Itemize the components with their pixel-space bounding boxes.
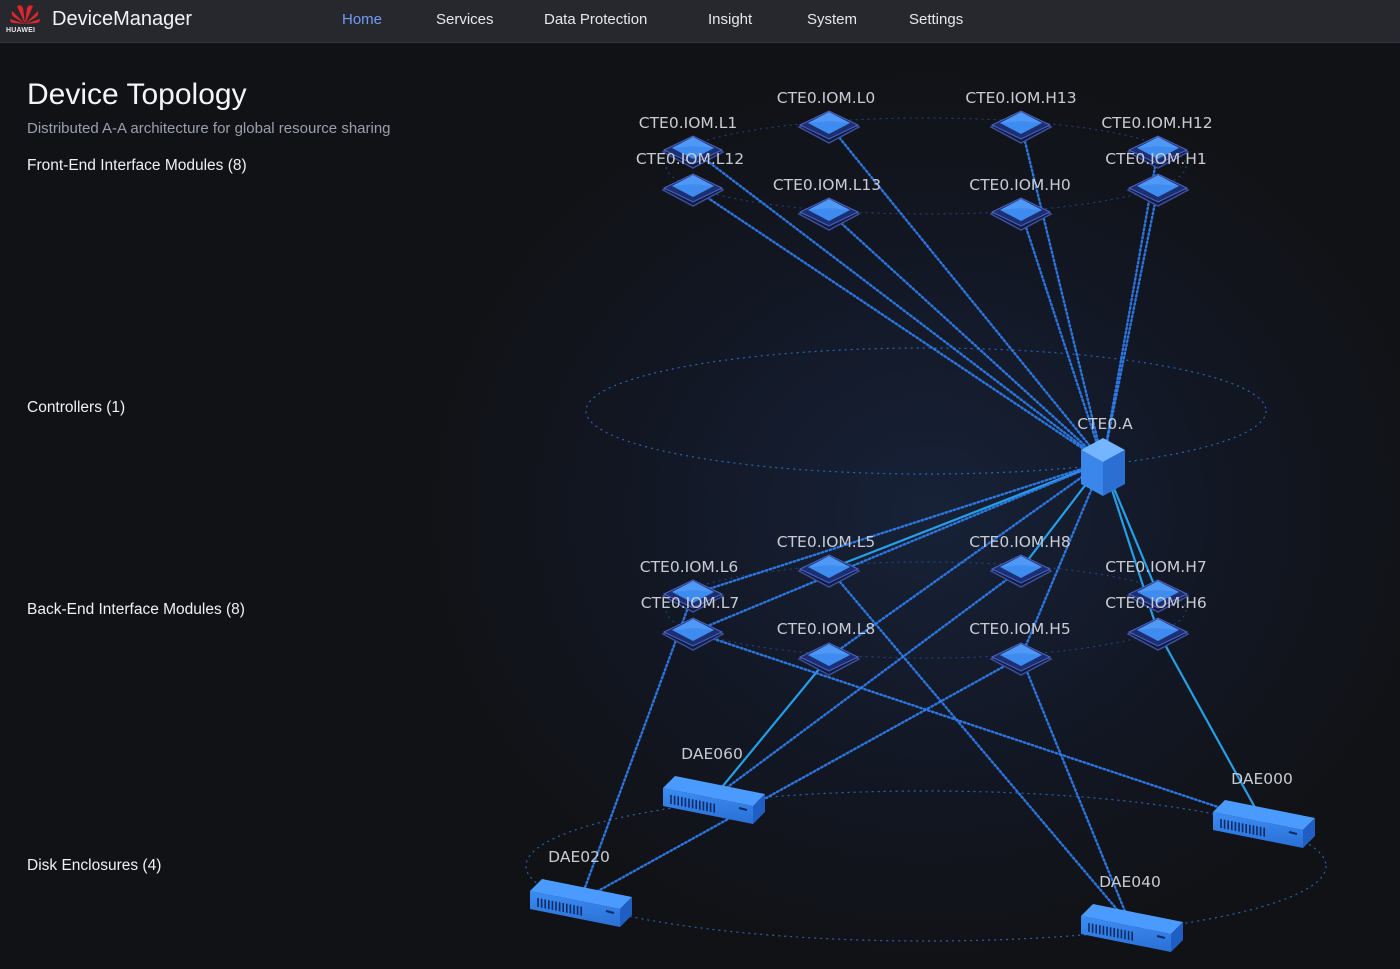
link-H5-D020: [578, 655, 1023, 903]
nav-system[interactable]: System: [807, 11, 858, 28]
link-ctrl-L7: [691, 460, 1105, 634]
module-node-H13[interactable]: [989, 110, 1053, 144]
link-H13-ctrl: [1019, 123, 1105, 464]
link-H8-D060: [711, 567, 1023, 800]
module-label-H6: CTE0.IOM.H6: [1105, 594, 1206, 612]
module-label-H12: CTE0.IOM.H12: [1101, 114, 1212, 132]
layer-label-front-end: Front-End Interface Modules (8): [27, 157, 247, 174]
module-node-L7[interactable]: [661, 617, 725, 651]
module-label-H13: CTE0.IOM.H13: [965, 89, 1076, 107]
module-label-L12: CTE0.IOM.L12: [636, 150, 744, 168]
nav-insight[interactable]: Insight: [708, 11, 753, 28]
module-node-L8[interactable]: [797, 642, 861, 676]
enclosure-node-D000[interactable]: [1213, 800, 1315, 848]
enclosure-label-D020: DAE020: [548, 848, 610, 866]
enclosure-label-D000: DAE000: [1231, 770, 1293, 788]
module-label-L8: CTE0.IOM.L8: [777, 620, 875, 638]
link-L13-ctrl: [827, 210, 1105, 464]
module-label-H7: CTE0.IOM.H7: [1105, 558, 1206, 576]
module-node-H6[interactable]: [1126, 617, 1190, 651]
module-node-H8[interactable]: [989, 554, 1053, 588]
module-node-H7[interactable]: [1126, 579, 1190, 613]
layer-rings: [525, 117, 1327, 942]
module-node-H1[interactable]: [1126, 173, 1190, 207]
module-label-L5: CTE0.IOM.L5: [777, 533, 875, 551]
page-subtitle: Distributed A-A architecture for global …: [27, 120, 391, 137]
module-node-L6[interactable]: [661, 579, 725, 613]
enclosure-node-D020[interactable]: [530, 879, 632, 927]
link-ctrl-H5: [1019, 460, 1105, 659]
link-L1-ctrl: [691, 148, 1105, 464]
link-H5-D040: [1019, 655, 1133, 928]
module-node-H5[interactable]: [989, 642, 1053, 676]
module-node-L1[interactable]: [661, 135, 725, 169]
module-node-H12[interactable]: [1126, 135, 1190, 169]
link-ctrl-L5: [827, 460, 1105, 571]
module-label-H8: CTE0.IOM.H8: [969, 533, 1070, 551]
module-label-L1: CTE0.IOM.L1: [639, 114, 737, 132]
brand-wordmark: HUAWEI: [6, 27, 36, 34]
nav-home[interactable]: Home: [342, 11, 383, 28]
link-H6-D000: [1156, 630, 1265, 824]
nav-data-protection[interactable]: Data Protection: [544, 11, 648, 28]
enclosure-label-D040: DAE040: [1099, 873, 1161, 891]
module-label-H0: CTE0.IOM.H0: [969, 176, 1070, 194]
module-label-L0: CTE0.IOM.L0: [777, 89, 875, 107]
controller-label: CTE0.A: [1077, 415, 1133, 433]
link-L0-ctrl: [827, 123, 1105, 464]
page-title: Device Topology: [27, 78, 247, 111]
link-H0-ctrl: [1019, 210, 1105, 464]
module-label-L7: CTE0.IOM.L7: [641, 594, 739, 612]
link-L12-ctrl: [691, 186, 1105, 464]
enclosure-label-D060: DAE060: [681, 745, 743, 763]
link-L8-D060: [711, 655, 831, 800]
module-label-H1: CTE0.IOM.H1: [1105, 150, 1206, 168]
top-navigation-bar: HUAWEI DeviceManager Home Services Data …: [0, 0, 1400, 43]
module-node-H0[interactable]: [989, 197, 1053, 231]
layer-label-disk-enclosures: Disk Enclosures (4): [27, 857, 162, 874]
link-H12-ctrl: [1101, 148, 1160, 464]
enclosure-node-D060[interactable]: [663, 776, 765, 824]
module-node-L13[interactable]: [797, 197, 861, 231]
module-node-L12[interactable]: [661, 173, 725, 207]
link-L6-D020: [578, 592, 695, 903]
enclosure-node-D040[interactable]: [1081, 904, 1183, 952]
app-title: DeviceManager: [52, 8, 193, 30]
module-node-L0[interactable]: [797, 110, 861, 144]
module-node-L5[interactable]: [797, 554, 861, 588]
layer-label-back-end: Back-End Interface Modules (8): [27, 601, 245, 618]
nav-services[interactable]: Services: [436, 11, 494, 28]
link-L5-D040: [827, 567, 1133, 928]
layer-label-controllers: Controllers (1): [27, 399, 126, 416]
module-label-H5: CTE0.IOM.H5: [969, 620, 1070, 638]
link-H1-ctrl: [1101, 186, 1160, 464]
link-L7-D000: [691, 630, 1265, 824]
module-label-L13: CTE0.IOM.L13: [773, 176, 881, 194]
controller-node[interactable]: [1081, 438, 1125, 496]
huawei-logo-icon: [10, 5, 40, 25]
link-ctrl-L6: [691, 460, 1105, 596]
nav-settings[interactable]: Settings: [909, 11, 964, 28]
module-label-L6: CTE0.IOM.L6: [640, 558, 738, 576]
